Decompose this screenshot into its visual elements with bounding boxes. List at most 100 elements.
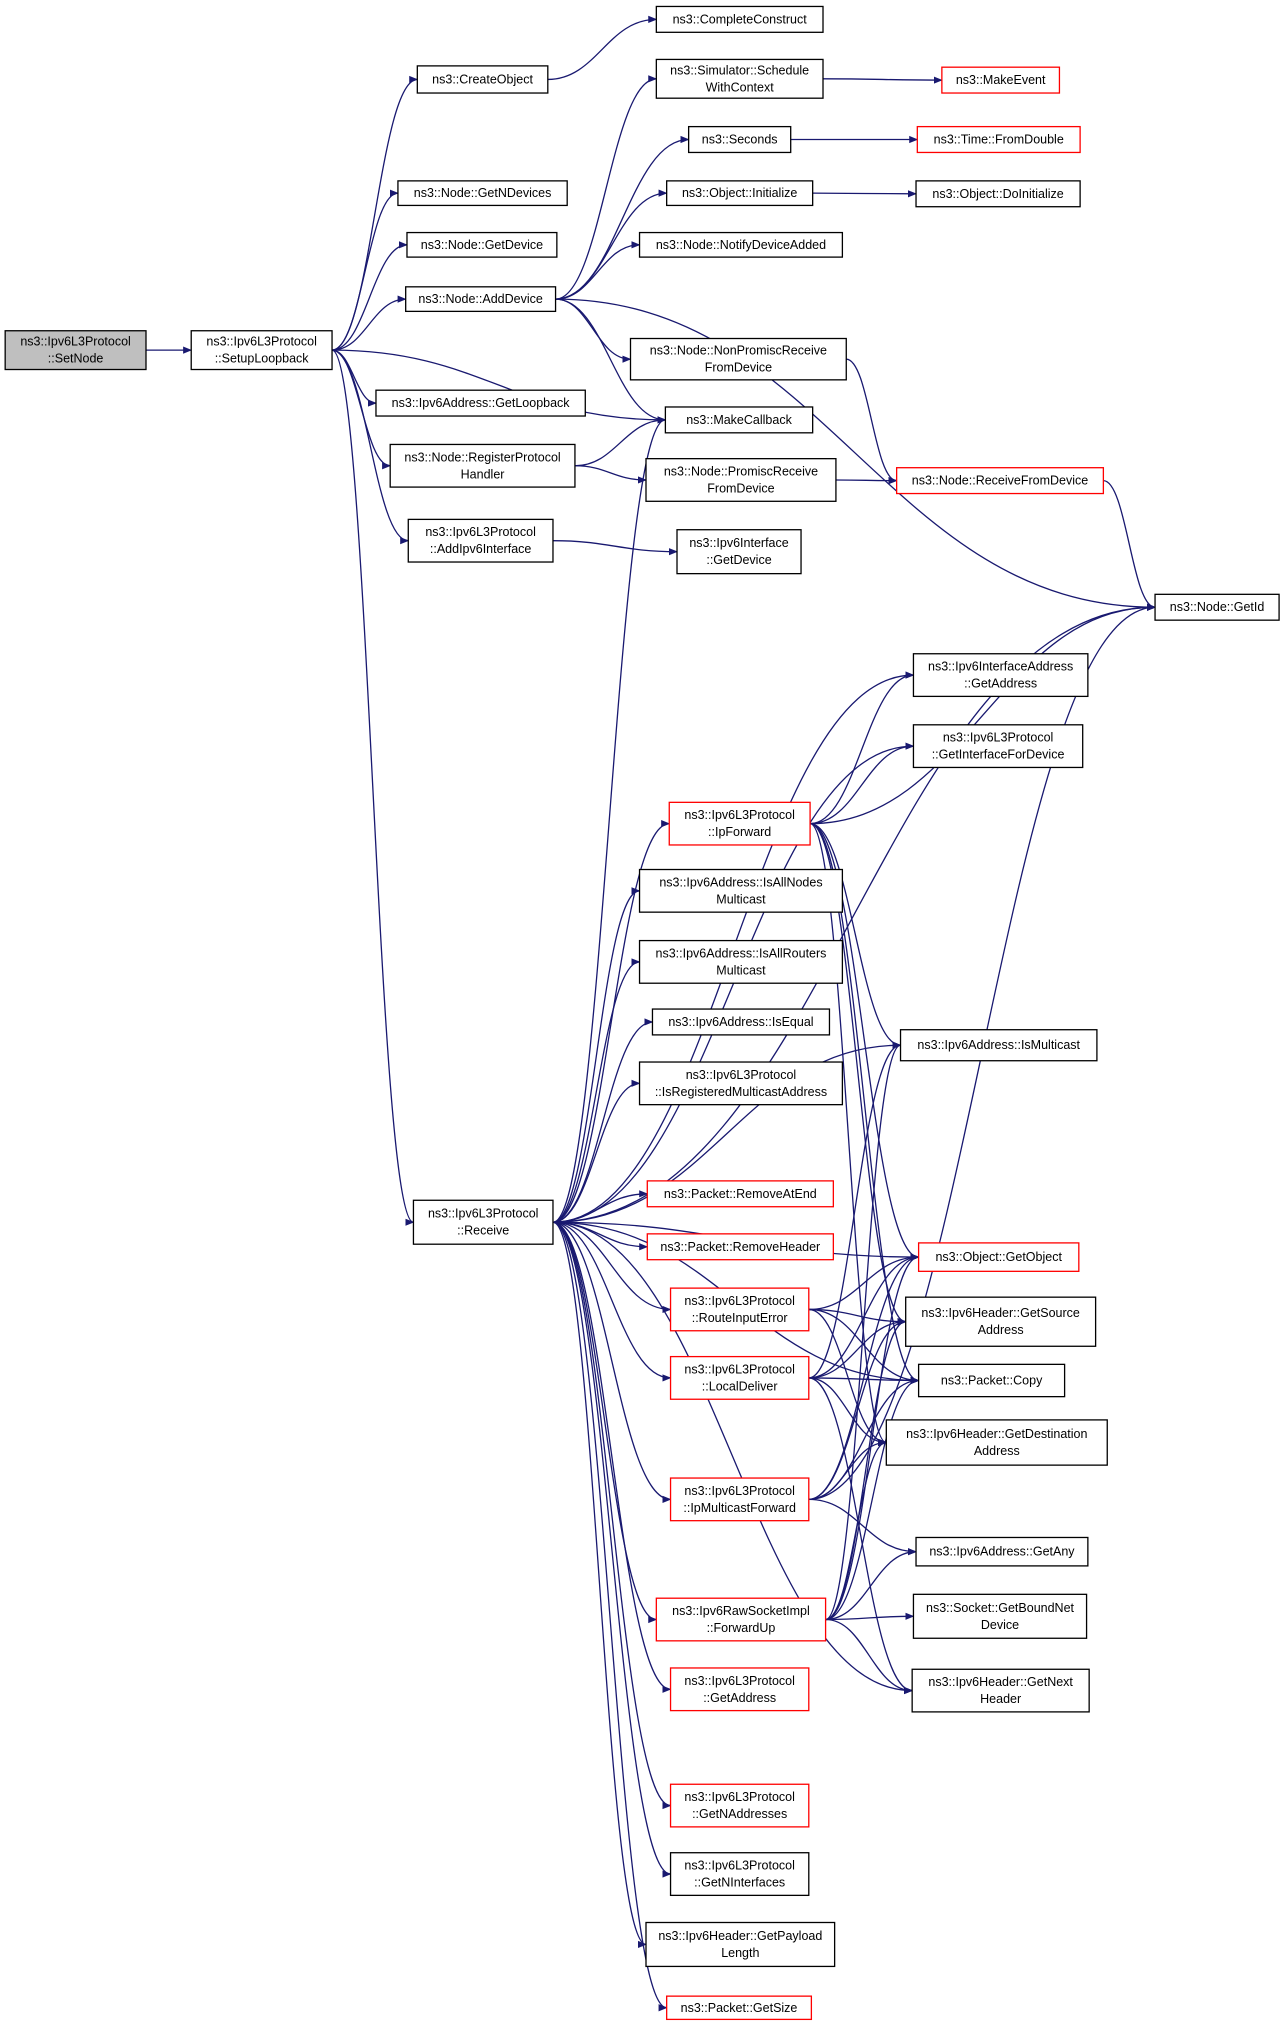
node-getnaddr-box [669,1783,810,1828]
node-getloop-box [375,389,586,417]
node-ipfwd-box [668,801,811,846]
node-ifgetdev[interactable]: ns3::Ipv6Interface::GetDevice [676,529,802,575]
node-addif-label-line-1: ::AddIpv6Interface [430,542,532,556]
node-getid-label-line-0: ns3::Node::GetId [1170,600,1265,614]
node-doinit[interactable]: ns3::Object::DoInitialize [915,180,1081,208]
node-isregmc-box [638,1061,844,1106]
edge-receive-to-getnif [552,1221,672,1878]
node-objinit[interactable]: ns3::Object::Initialize [666,180,814,207]
node-getaddr[interactable]: ns3::Ipv6L3Protocol::GetAddress [669,1667,810,1712]
node-getnif[interactable]: ns3::Ipv6L3Protocol::GetNInterfaces [669,1852,810,1897]
node-getndev[interactable]: ns3::Node::GetNDevices [397,180,568,207]
node-setnode-box [4,330,147,371]
edge-receive-to-getiffordev [552,742,915,1223]
node-ipmcfwd-box [669,1477,810,1522]
node-getpayload-box [645,1921,836,1968]
node-setup-box [190,330,333,371]
edge-setup-to-getdev [332,241,408,351]
node-getdev[interactable]: ns3::Node::GetDevice [406,231,558,258]
node-pktcopy[interactable]: ns3::Packet::Copy [917,1363,1066,1398]
node-getsize[interactable]: ns3::Packet::GetSize [666,1995,813,2021]
edge-setup-to-createobj [331,75,419,351]
node-getnif-box [669,1852,810,1897]
node-getany-box [915,1536,1089,1567]
node-notify[interactable]: ns3::Node::NotifyDeviceAdded [638,231,844,258]
node-allnodes-label-line-1: Multicast [716,892,766,906]
node-rmatend[interactable]: ns3::Packet::RemoveAtEnd [646,1180,834,1208]
node-makecb-label-line-0: ns3::MakeCallback [686,413,792,427]
node-ismcast-label-line-0: ns3::Ipv6Address::IsMulticast [917,1038,1080,1052]
node-rawfwdup-label-line-1: ::ForwardUp [707,1621,776,1635]
edge-ipmcfwd-to-pktcopy [808,1376,920,1501]
node-ifaddrget-box [912,653,1089,698]
edge-objinit-to-doinit [812,190,917,198]
node-setup-label-line-0: ns3::Ipv6L3Protocol [206,335,317,349]
node-allrouters-label-line-0: ns3::Ipv6Address::IsAllRouters [656,946,827,960]
node-getany[interactable]: ns3::Ipv6Address::GetAny [915,1536,1089,1567]
node-complete[interactable]: ns3::CompleteConstruct [655,5,824,33]
edge-ipfwd-to-pktcopy [809,823,920,1385]
node-ipmcfwd[interactable]: ns3::Ipv6L3Protocol::IpMulticastForward [669,1477,810,1522]
edge-schedule-to-makeevent [823,76,943,84]
node-getid[interactable]: ns3::Node::GetId [1154,593,1280,621]
node-ifaddrget[interactable]: ns3::Ipv6InterfaceAddress::GetAddress [912,653,1089,698]
node-ipfwd[interactable]: ns3::Ipv6L3Protocol::IpForward [668,801,811,846]
edge-localdeliver-to-ismcast [808,1041,902,1379]
node-setnode[interactable]: ns3::Ipv6L3Protocol::SetNode [4,330,147,371]
node-prom-label-line-0: ns3::Node::PromiscReceive [664,464,818,478]
node-notify-box [638,231,844,258]
node-makeevent-label-line-0: ns3::MakeEvent [956,73,1046,87]
node-ismcast[interactable]: ns3::Ipv6Address::IsMulticast [899,1029,1098,1062]
node-getiffordev[interactable]: ns3::Ipv6L3Protocol::GetInterfaceForDevi… [912,724,1084,769]
node-adddev[interactable]: ns3::Node::AddDevice [405,286,557,313]
node-rmheader[interactable]: ns3::Packet::RemoveHeader [646,1233,834,1261]
node-seconds[interactable]: ns3::Seconds [687,125,792,154]
node-setnode-label-line-0: ns3::Ipv6L3Protocol [20,335,131,349]
edge-adddev-to-getid [555,298,1156,611]
node-rxfromdev[interactable]: ns3::Node::ReceiveFromDevice [895,467,1105,495]
node-rtinerr-box [669,1287,810,1332]
edge-reghandler-to-makecb [574,416,667,467]
edge-rawfwdup-to-pktcopy [825,1376,920,1621]
node-pktcopy-label-line-0: ns3::Packet::Copy [941,1374,1043,1388]
node-getobj[interactable]: ns3::Object::GetObject [917,1242,1080,1272]
node-fromdouble[interactable]: ns3::Time::FromDouble [916,125,1081,154]
node-makeevent[interactable]: ns3::MakeEvent [941,66,1061,94]
node-receive[interactable]: ns3::Ipv6L3Protocol::Receive [412,1199,554,1245]
node-rtinerr[interactable]: ns3::Ipv6L3Protocol::RouteInputError [669,1287,810,1332]
node-isregmc[interactable]: ns3::Ipv6L3Protocol::IsRegisteredMultica… [638,1061,844,1106]
node-getnaddr-label-line-1: ::GetNAddresses [692,1807,787,1821]
node-getloop-label-line-0: ns3::Ipv6Address::GetLoopback [392,396,571,410]
node-isequal[interactable]: ns3::Ipv6Address::IsEqual [651,1008,831,1036]
node-addif[interactable]: ns3::Ipv6L3Protocol::AddIpv6Interface [407,518,554,563]
node-setnode-label-line-1: ::SetNode [48,352,104,366]
node-getobj-box [917,1242,1080,1272]
node-getnaddr[interactable]: ns3::Ipv6L3Protocol::GetNAddresses [669,1783,810,1828]
node-ifaddrget-label-line-1: ::GetAddress [964,677,1037,691]
node-rmheader-label-line-0: ns3::Packet::RemoveHeader [660,1240,820,1254]
node-localdeliver[interactable]: ns3::Ipv6L3Protocol::LocalDeliver [669,1355,810,1400]
node-rmatend-box [646,1180,834,1208]
node-createobj[interactable]: ns3::CreateObject [416,65,549,94]
node-rawfwdup[interactable]: ns3::Ipv6RawSocketImpl::ForwardUp [655,1597,827,1642]
node-setup[interactable]: ns3::Ipv6L3Protocol::SetupLoopback [190,330,333,371]
node-ipfwd-label-line-0: ns3::Ipv6L3Protocol [684,808,795,822]
edge-setup-to-getloop [331,349,377,407]
node-receive-label-line-0: ns3::Ipv6L3Protocol [428,1207,539,1221]
edge-createobj-to-complete [547,15,658,81]
node-getloop[interactable]: ns3::Ipv6Address::GetLoopback [375,389,586,417]
edge-receive-to-getpayload [552,1221,647,1948]
node-makecb[interactable]: ns3::MakeCallback [664,406,814,434]
node-addif-label-line-0: ns3::Ipv6L3Protocol [425,525,536,539]
